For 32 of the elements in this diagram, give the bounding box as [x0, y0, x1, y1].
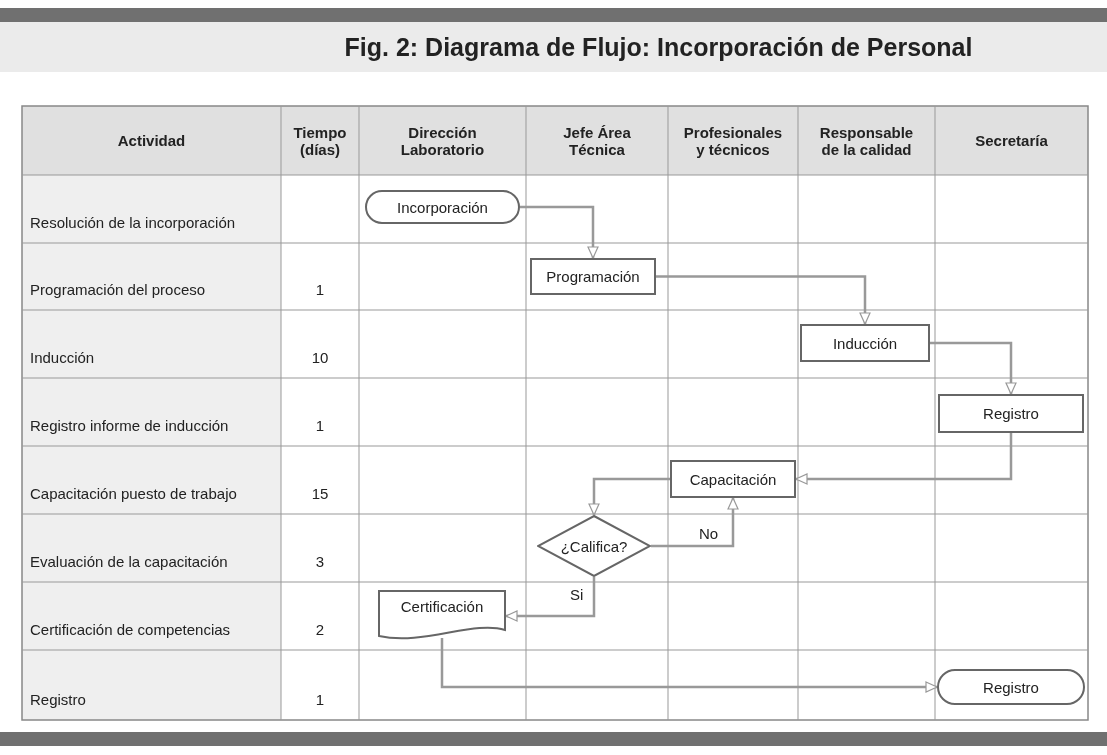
- arrow: [440, 638, 938, 693]
- arrow: [795, 433, 1013, 485]
- column-header: Tiempo (días): [281, 106, 359, 175]
- edge-label: Si: [568, 586, 586, 603]
- process-box: Capacitación: [670, 460, 796, 498]
- arrow: [651, 497, 739, 548]
- terminal-pill: Incorporación: [365, 190, 520, 224]
- figure-title: Fig. 2: Diagrama de Flujo: Incorporación de Personal: [343, 31, 974, 63]
- process-box: Inducción: [800, 324, 930, 362]
- arrow: [656, 275, 871, 325]
- table-cell-text: 1: [314, 416, 326, 436]
- column-header: Dirección Laboratorio: [359, 106, 526, 175]
- column-header: Secretaría: [935, 106, 1088, 175]
- arrow: [930, 341, 1017, 395]
- table-cell-text: 1: [314, 690, 326, 710]
- arrow: [588, 477, 670, 516]
- column-header: Actividad: [22, 106, 281, 175]
- column-header: Responsable de la calidad: [798, 106, 935, 175]
- table-cell-text: 15: [310, 484, 330, 504]
- table-cell-text: 1: [314, 280, 326, 300]
- column-header: Profesionales y técnicos: [668, 106, 798, 175]
- table-cell-text: 10: [310, 348, 330, 368]
- document-shape: Certificación: [378, 590, 506, 642]
- table-cell-text: 3: [314, 552, 326, 572]
- process-box: Registro: [938, 394, 1084, 433]
- table-cell-text: 2: [314, 620, 326, 640]
- process-box: Programación: [530, 258, 656, 295]
- column-header: Jefe Área Técnica: [526, 106, 668, 175]
- arrow: [520, 205, 599, 259]
- arrow: [505, 577, 596, 622]
- decision-diamond: ¿Califica?: [537, 515, 651, 577]
- terminal-pill: Registro: [937, 669, 1085, 705]
